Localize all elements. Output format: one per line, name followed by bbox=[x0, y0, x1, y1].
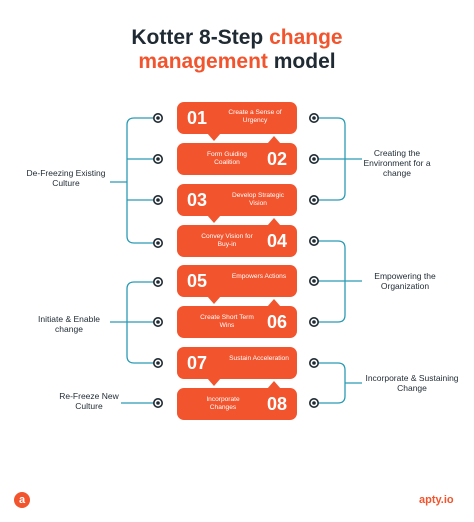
group-label-refreeze: Re-Freeze New Culture bbox=[59, 391, 119, 411]
step-pointer bbox=[267, 381, 281, 389]
step-number: 06 bbox=[266, 312, 287, 332]
step-label: Incorporate Changes bbox=[206, 396, 240, 411]
step-label: Develop Strategic Vision bbox=[231, 192, 285, 207]
bracket-incorporate bbox=[314, 362, 362, 404]
step-02: 02 Form Guiding Coalition bbox=[177, 136, 297, 175]
step-pointer bbox=[267, 136, 281, 144]
group-label-defreezing: De-Freezing Existing Culture bbox=[26, 168, 106, 188]
step-08: 08 Incorporate Changes bbox=[177, 381, 297, 420]
step-pointer bbox=[207, 215, 221, 223]
title-text-dark: Kotter 8-Step bbox=[131, 26, 270, 49]
step-number: 01 bbox=[187, 108, 208, 128]
step-05: 05 Empowers Actions bbox=[177, 265, 297, 304]
apty-logo: a bbox=[14, 492, 30, 508]
step-number: 04 bbox=[266, 231, 287, 251]
group-label-creating: Creating the Environment for a change bbox=[363, 148, 431, 178]
title-text-dark-2: model bbox=[267, 50, 336, 73]
diagram-title-line-1: Kotter 8-Step change bbox=[0, 26, 474, 50]
step-pointer bbox=[207, 133, 221, 141]
step-number: 07 bbox=[187, 353, 208, 373]
step-number: 03 bbox=[187, 190, 208, 210]
step-03: 03 Develop Strategic Vision bbox=[177, 184, 297, 223]
step-01: 01 Create a Sense of Urgency bbox=[177, 102, 297, 141]
step-label: Convey Vision for Buy-in bbox=[201, 233, 253, 248]
step-number: 08 bbox=[266, 394, 287, 414]
title-text-accent-2: management bbox=[138, 50, 268, 73]
step-06: 06 Create Short Term Wins bbox=[177, 299, 297, 338]
bracket-defreezing bbox=[110, 117, 158, 244]
step-pointer bbox=[267, 218, 281, 226]
brand-text: apty.io bbox=[419, 494, 454, 506]
step-label: Sustain Acceleration bbox=[229, 355, 289, 362]
step-number: 02 bbox=[266, 149, 287, 169]
step-pointer bbox=[207, 296, 221, 304]
step-pointer bbox=[207, 378, 221, 386]
step-number: 05 bbox=[187, 271, 208, 291]
title-text-accent: change bbox=[269, 26, 343, 49]
step-label: Create a Sense of Urgency bbox=[228, 109, 282, 124]
group-label-initiate: Initiate & Enable change bbox=[38, 314, 100, 334]
step-pointer bbox=[267, 299, 281, 307]
diagram-title-line-2: management model bbox=[0, 50, 474, 74]
step-label: Form Guiding Coalition bbox=[207, 151, 247, 166]
step-04: 04 Convey Vision for Buy-in bbox=[177, 218, 297, 257]
step-label: Empowers Actions bbox=[231, 273, 287, 280]
step-07: 07 Sustain Acceleration bbox=[177, 347, 297, 386]
step-label: Create Short Term Wins bbox=[200, 314, 254, 329]
group-label-empowering: Empowering the Organization bbox=[374, 271, 436, 291]
group-label-incorporate: Incorporate & Sustaining Change bbox=[365, 373, 459, 393]
